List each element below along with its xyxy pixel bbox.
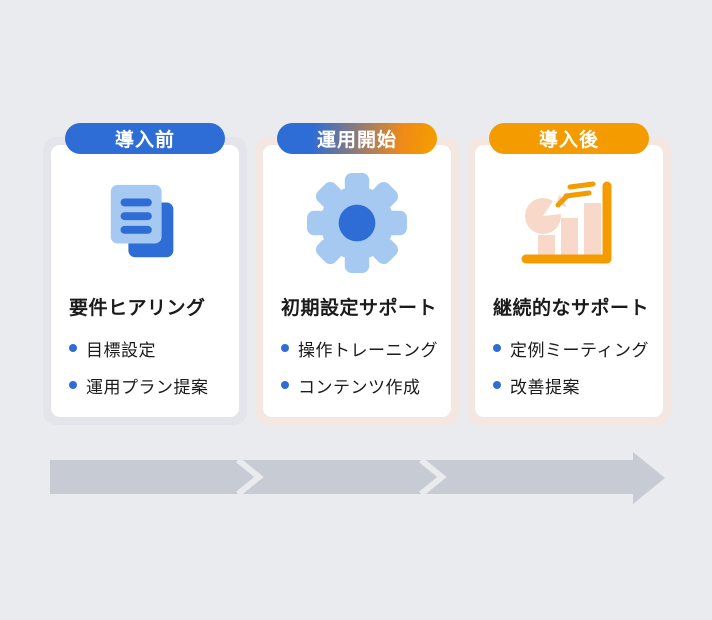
bullet-dot-icon xyxy=(493,344,501,352)
step-title: 要件ヒアリング xyxy=(69,298,206,319)
growth-chart-icon xyxy=(519,178,619,273)
step-card-after-introduction: 導入後 xyxy=(467,123,671,425)
bullet-label: 改善提案 xyxy=(510,377,580,397)
step-title: 継続的なサポート xyxy=(493,298,650,319)
bullet-label: 定例ミーティング xyxy=(510,340,649,360)
bullet-dot-icon xyxy=(69,381,77,389)
bullet-dot-icon xyxy=(281,344,289,352)
gear-icon xyxy=(306,172,408,279)
step-bullet-item: 定例ミーティング xyxy=(493,336,648,360)
timeline-arrow xyxy=(48,450,668,506)
step-badge-label: 導入後 xyxy=(538,130,599,151)
step-badge-label: 導入前 xyxy=(114,130,175,151)
step-badge: 導入前 xyxy=(65,123,225,154)
step-badge: 導入後 xyxy=(489,123,649,154)
step-bullet-item: 改善提案 xyxy=(493,373,645,397)
step-bullet-item: コンテンツ作成 xyxy=(281,373,433,397)
step-title: 初期設定サポート xyxy=(281,298,438,319)
bullet-dot-icon xyxy=(281,381,289,389)
steps-row: 導入前 要件ヒアリング xyxy=(43,123,671,425)
step-card-operation-start: 運用開始 xyxy=(255,123,459,425)
documents-icon xyxy=(101,179,189,272)
bullet-label: コンテンツ作成 xyxy=(298,377,421,397)
bullet-label: 操作トレーニング xyxy=(298,340,438,360)
bullet-dot-icon xyxy=(493,381,501,389)
step-bullet-item: 操作トレーニング xyxy=(281,336,438,360)
step-bullet-item: 目標設定 xyxy=(69,336,221,360)
bullet-dot-icon xyxy=(69,344,77,352)
bullet-label: 目標設定 xyxy=(86,340,156,360)
step-card-before-introduction: 導入前 要件ヒアリング xyxy=(43,123,247,425)
step-bullet-list: 定例ミーティング 改善提案 xyxy=(493,336,648,397)
step-badge: 運用開始 xyxy=(277,123,437,154)
step-bullet-list: 目標設定 運用プラン提案 xyxy=(69,336,221,397)
step-bullet-list: 操作トレーニング コンテンツ作成 xyxy=(281,336,438,397)
step-badge-label: 運用開始 xyxy=(316,130,397,151)
step-bullet-item: 運用プラン提案 xyxy=(69,373,221,397)
bullet-label: 運用プラン提案 xyxy=(86,377,209,397)
